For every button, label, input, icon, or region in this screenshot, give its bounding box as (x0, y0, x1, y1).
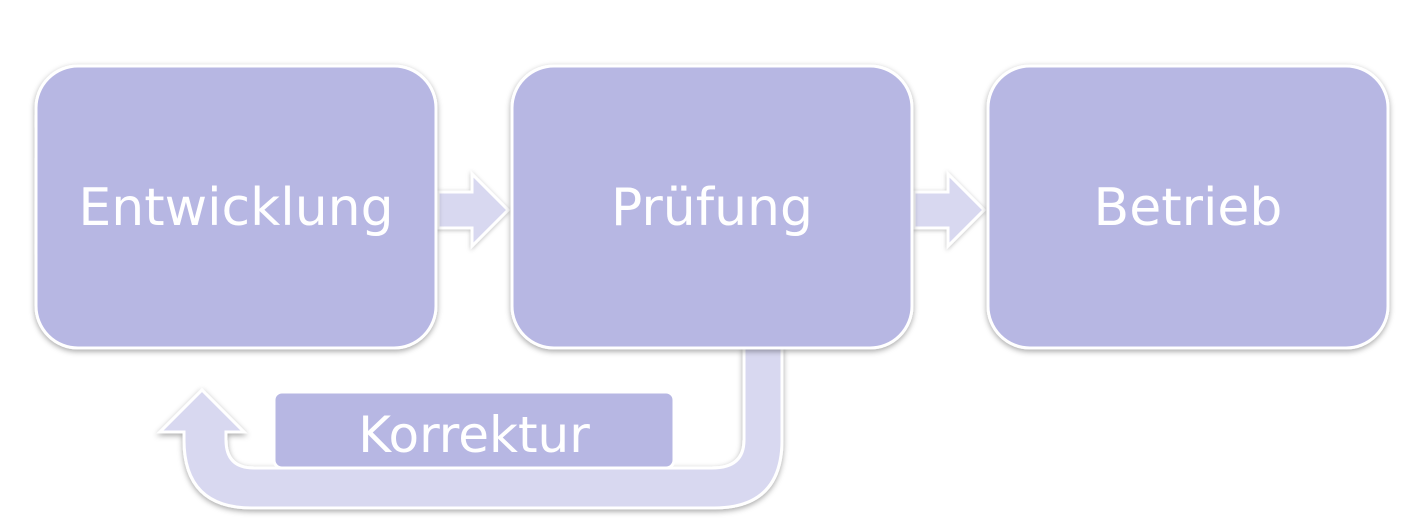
step-box-betrieb (986, 64, 1390, 350)
arrow-pruefung-to-betrieb (912, 170, 987, 250)
arrow-entwicklung-to-pruefung (436, 170, 511, 250)
step-box-pruefung (510, 64, 914, 350)
step-label-entwicklung: Entwicklung (78, 178, 394, 238)
feedback-label-box (272, 390, 676, 470)
feedback-label: Korrektur (358, 406, 590, 464)
step-label-pruefung: Prüfung (610, 178, 813, 238)
step-label-betrieb: Betrieb (1093, 178, 1283, 238)
step-box-entwicklung (34, 64, 438, 350)
